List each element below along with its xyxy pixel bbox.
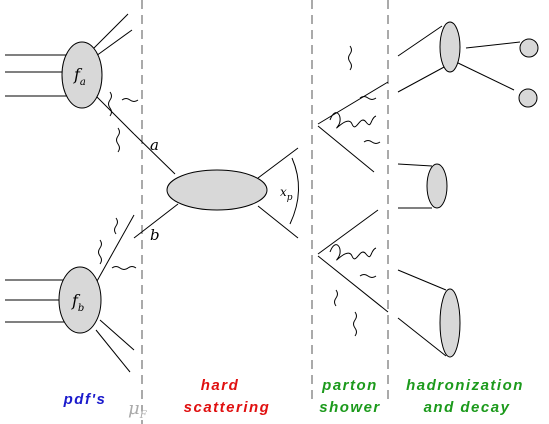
stage-label-hard-line1: hard [201,377,240,394]
stage-label-hard-line2: scattering [184,399,271,416]
parton-a-label: a [150,136,159,154]
stage-separators [141,0,389,424]
gluon-emission-a1 [108,91,112,117]
stage-label-parton-line1: parton [321,377,378,394]
hadron-cone-top [439,21,461,73]
xp-label: xp [280,185,293,203]
gluon-coil-bottom [329,244,377,261]
hard-scattering-blob [166,169,268,211]
gluon-emission-a3 [121,98,139,102]
xp-angle-arc [289,157,300,225]
fb-label: fb [71,291,84,314]
parton-b-label: b [150,226,160,244]
mu-f-label: μF [128,398,148,421]
gluon-emission-s1 [348,45,352,71]
pdf-b-group [5,214,137,373]
stage-label-parton-line2: shower [319,399,381,416]
gluon-emission-s4 [334,289,338,307]
gluon-coil-top [329,112,377,129]
gluon-emission-s5 [353,311,357,337]
gluon-emission-b1 [98,239,102,265]
gluon-emission-s3 [363,140,381,144]
hadron-particle-1 [519,38,539,58]
hadron-cone-bottom [439,288,461,358]
gluon-emission-a2 [116,127,120,153]
gluon-emission-s2 [359,96,377,100]
hadronization-group [397,25,521,357]
parton-shower-group [317,45,389,337]
hadron-cone-middle [426,163,448,209]
hard-scattering-group [133,133,300,239]
gluon-emission-s6 [359,274,377,278]
stage-label-hadron-line1: hadronization [406,377,524,394]
pdf-blob-a [61,41,103,109]
fa-label: fa [73,65,86,88]
stage-label-pdfs: pdf's [63,391,107,408]
hadron-particle-2 [518,88,538,108]
gluon-emission-b2 [114,217,118,235]
gluon-emission-b3 [111,266,137,270]
pdf-a-group [5,13,139,153]
pdf-blob-b [58,266,102,334]
stage-label-hadron-line2: and decay [424,399,511,416]
